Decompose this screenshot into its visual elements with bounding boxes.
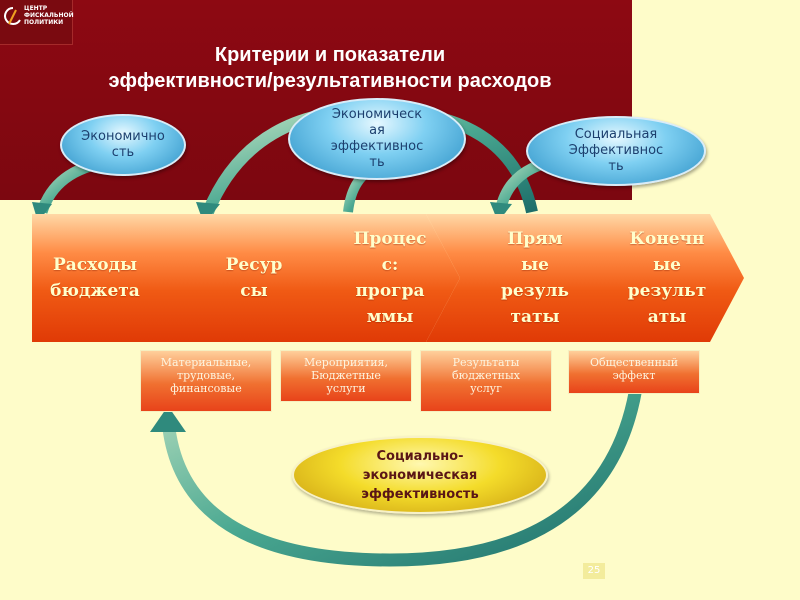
title-line-1: Критерии и показатели [214,44,446,66]
process-chain: Расходы бюджета Ресур сы Процес с: прогр… [32,214,744,342]
oval-economic-efficiency: Экономическ ая эффективнос ть [288,98,466,180]
indicator-service-results: Результаты бюджетных услуг [420,350,552,412]
page-number: 25 [583,563,605,579]
arrow-right-small-head [490,202,512,222]
chevron-label: Расходы бюджета [50,255,140,301]
arrow-bottom-loop-head [150,406,186,432]
arrow-bottom-loop [161,351,647,567]
indicator-material-resources: Материальные, трудовые, финансовые [140,350,272,412]
oval-economy: Экономично сть [60,114,186,176]
chevron-label: Ресур сы [225,255,283,301]
chevron-label: Конечн ые результ аты [627,229,707,327]
oval-socio-economic-efficiency: Социально- экономическая эффективность [292,436,548,514]
indicator-activities-services: Мероприятия, Бюджетные услуги [280,350,412,402]
logo-text: ЦЕНТР ФИСКАЛЬНОЙ ПОЛИТИКИ [24,5,74,26]
chevron-process-programs: Процес с: програ ммы [280,214,460,342]
title-line-2: эффективности/результативности расходов [108,70,552,92]
chevron-label: Процес с: програ ммы [353,229,427,327]
page-title: Критерии и показатели эффективности/резу… [40,42,620,94]
oval-social-efficiency: Социальная Эффективнос ть [526,116,706,186]
chevron-label: Прям ые резуль таты [501,229,569,327]
logo: ЦЕНТР ФИСКАЛЬНОЙ ПОЛИТИКИ [0,0,74,45]
indicator-social-effect: Общественный эффект [568,350,700,394]
logo-emblem-icon [4,7,21,25]
